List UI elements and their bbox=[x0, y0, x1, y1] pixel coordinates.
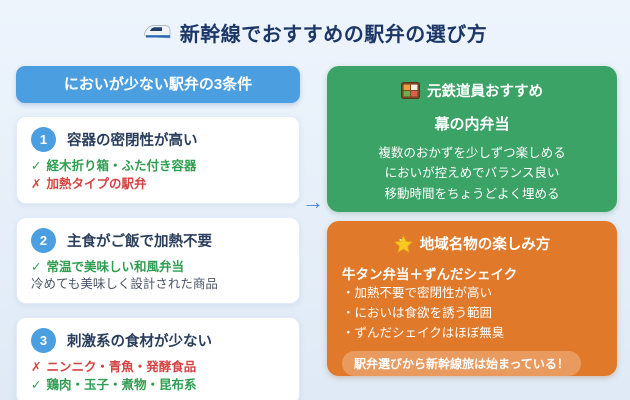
line-text: 常温で美味しい和風弁当 bbox=[46, 259, 184, 274]
check-icon: ✓ bbox=[31, 159, 42, 173]
number-badge-1: 1 bbox=[31, 127, 56, 152]
closing-message-badge: 駅弁選びから新幹線旅は始まっている！ bbox=[342, 351, 581, 377]
recommend-card: 元鉄道員おすすめ 幕の内弁当 複数のおかずを少しずつ楽しめる においが控えめでバ… bbox=[327, 66, 617, 212]
condition-card-3-bad-line: ✗ ニンニク・青魚・発酵食品 bbox=[31, 359, 285, 377]
local-specialty-card: 地域名物の楽しみ方 牛タン弁当＋ずんだシェイク ・加熱不要で密閉性が高い ・にお… bbox=[327, 221, 617, 377]
cross-icon: ✗ bbox=[31, 176, 42, 191]
main-columns: においが少ない駅弁の3条件 1 容器の密閉性が高い ✓ 経木折り箱・ふた付き容器 … bbox=[16, 66, 617, 400]
recommend-card-head: 元鉄道員おすすめ bbox=[341, 80, 603, 101]
condition-card-2-good-line: ✓ 常温で美味しい和風弁当 bbox=[31, 259, 285, 277]
condition-card-3-title: 刺激系の食材が少ない bbox=[67, 334, 212, 350]
bento-box-icon bbox=[401, 82, 420, 99]
condition-card-3: 3 刺激系の食材が少ない ✗ ニンニク・青魚・発酵食品 ✓ 鶏肉・玉子・煮物・昆布系 bbox=[16, 317, 300, 400]
number-badge-2: 2 bbox=[31, 227, 56, 253]
condition-card-1-good-line: ✓ 経木折り箱・ふた付き容器 bbox=[31, 158, 285, 176]
page-title: 新幹線でおすすめの駅弁の選び方 bbox=[16, 18, 614, 47]
condition-card-1-title: 容器の密閉性が高い bbox=[67, 133, 198, 149]
line-text: ニンニク・青魚・発酵食品 bbox=[46, 360, 197, 374]
local-specialty-head: 地域名物の楽しみ方 bbox=[342, 233, 602, 254]
line-text: 冷めても美味しく設計された商品 bbox=[31, 277, 218, 292]
condition-card-1-bad-line: ✗ 加熱タイプの駅弁 bbox=[31, 176, 285, 194]
condition-card-2: 2 主食がご飯で加熱不要 ✓ 常温で美味しい和風弁当 冷めても美味しく設計された商… bbox=[16, 216, 300, 304]
local-specialty-title: 地域名物の楽しみ方 bbox=[419, 237, 551, 253]
condition-card-3-good-line: ✓ 鶏肉・玉子・煮物・昆布系 bbox=[31, 377, 285, 395]
recommend-reason-2: においが控えめでバランス良い bbox=[384, 166, 560, 181]
line-text: 鶏肉・玉子・煮物・昆布系 bbox=[46, 377, 197, 392]
condition-card-2-note-line: 冷めても美味しく設計された商品 bbox=[31, 276, 285, 294]
recommend-card-body: 複数のおかずを少しずつ楽しめる においが控えめでバランス良い 移動時間をちょうど… bbox=[341, 143, 603, 204]
recommendation-column: 元鉄道員おすすめ 幕の内弁当 複数のおかずを少しずつ楽しめる においが控えめでバ… bbox=[327, 66, 617, 400]
condition-card-3-head: 3 刺激系の食材が少ない bbox=[31, 328, 285, 353]
local-specialty-bullet-1: ・加熱不要で密閉性が高い bbox=[342, 286, 493, 300]
check-icon: ✓ bbox=[31, 259, 42, 274]
recommend-bento-name: 幕の内弁当 bbox=[434, 116, 510, 133]
condition-card-2-title: 主食がご飯で加熱不要 bbox=[67, 233, 212, 250]
condition-card-2-head: 2 主食がご飯で加熱不要 bbox=[31, 227, 285, 253]
line-text: 経木折り箱・ふた付き容器 bbox=[46, 159, 197, 173]
local-specialty-bullet-3: ・ずんだシェイクはほぼ無臭 bbox=[342, 325, 505, 340]
recommend-reason-1: 複数のおかずを少しずつ楽しめる bbox=[378, 146, 566, 160]
recommend-reason-3: 移動時間をちょうどよく埋める bbox=[384, 186, 560, 201]
line-text: 加熱タイプの駅弁 bbox=[46, 176, 147, 191]
conditions-column: においが少ない駅弁の3条件 1 容器の密閉性が高い ✓ 経木折り箱・ふた付き容器 … bbox=[16, 66, 300, 400]
local-specialty-combo: 牛タン弁当＋ずんだシェイク bbox=[342, 267, 518, 282]
glowing-star-icon bbox=[393, 234, 413, 253]
cross-icon: ✗ bbox=[31, 360, 42, 374]
conditions-header: においが少ない駅弁の3条件 bbox=[16, 66, 300, 103]
check-icon: ✓ bbox=[31, 377, 42, 392]
number-badge-3: 3 bbox=[31, 328, 56, 353]
shinkansen-train-icon bbox=[143, 24, 171, 41]
flow-arrow-icon: → bbox=[302, 189, 324, 214]
local-specialty-bullet-2: ・においは食欲を誘う範囲 bbox=[342, 305, 493, 320]
recommend-card-title: 元鉄道員おすすめ bbox=[427, 84, 543, 100]
condition-card-1-head: 1 容器の密閉性が高い bbox=[31, 127, 285, 152]
condition-card-1: 1 容器の密閉性が高い ✓ 経木折り箱・ふた付き容器 ✗ 加熱タイプの駅弁 bbox=[16, 116, 300, 204]
page-title-text: 新幹線でおすすめの駅弁の選び方 bbox=[179, 24, 488, 46]
